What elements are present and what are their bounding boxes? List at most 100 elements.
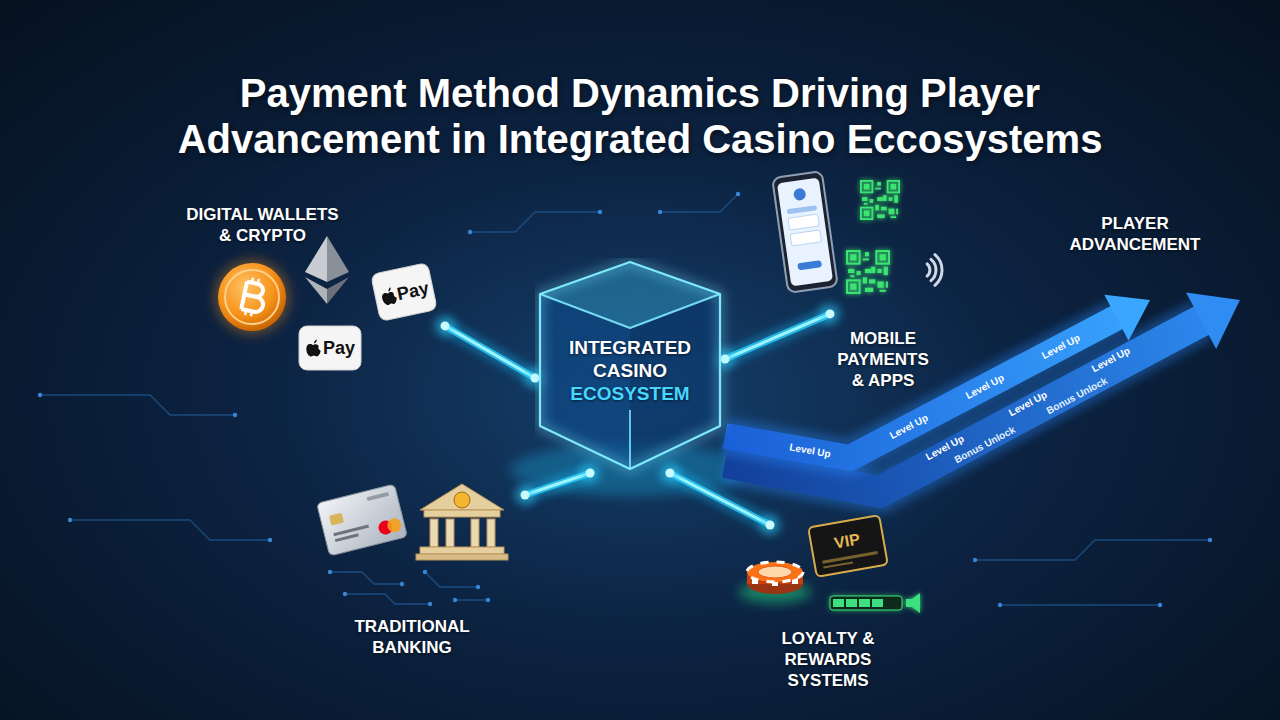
arrow-glow (725, 317, 1118, 458)
vip-card-icon (808, 515, 888, 577)
circuit-nodes (658, 210, 662, 214)
progress-bar-icon (859, 599, 870, 607)
nfc-waves (927, 255, 942, 286)
cube-label: ECOSYSTEM (550, 382, 710, 405)
advancement-arrow (725, 295, 1150, 458)
casino-chip-icon (747, 562, 803, 582)
beam-end-dot (586, 469, 595, 478)
title: Payment Method Dynamics Driving Player A… (150, 70, 1130, 162)
circuit-nodes (343, 592, 347, 596)
circuit-nodes (68, 518, 72, 522)
apple-pay-tile (380, 286, 397, 306)
cube-edge (540, 294, 720, 328)
progress-bar-icon (833, 599, 844, 607)
circuit-traces (70, 520, 270, 540)
circuit-nodes (1158, 603, 1162, 607)
qr-code-icon (847, 181, 899, 293)
ethereum-icon (327, 236, 349, 282)
goal-group: PLAYER ADVANCEMENT (1040, 205, 1250, 300)
circuit-nodes (736, 192, 740, 196)
category-group: TRADITIONAL BANKING (305, 455, 525, 668)
bank-building-icon (446, 519, 454, 547)
category-title: TRADITIONAL BANKING (347, 455, 477, 658)
progress-bar-icon (830, 596, 902, 610)
smartphone-icon (788, 214, 819, 230)
bank-building-icon (420, 484, 504, 510)
cube-edge (629, 410, 631, 469)
beam-end-dot (441, 321, 450, 330)
circuit-traces (975, 540, 1210, 560)
beam-core (445, 326, 535, 378)
progress-bar-icon (830, 593, 920, 613)
circuit-traces (425, 572, 478, 587)
smartphone-icon (790, 230, 821, 246)
beam-end-dot (665, 469, 674, 478)
circuit-traces (660, 194, 738, 212)
circuit-traces (455, 599, 488, 600)
smartphone-icon (797, 260, 822, 270)
circuit-nodes (486, 598, 490, 602)
casino-chip-icon (739, 562, 811, 603)
beam-end-dot (766, 520, 775, 529)
circuit-nodes (468, 230, 472, 234)
beam-glow (725, 314, 830, 359)
bitcoin-icon (214, 259, 290, 335)
circuit-traces (330, 572, 402, 584)
ecosystem-cube: INTEGRATED CASINOECOSYSTEM (535, 258, 725, 473)
circuit-nodes (476, 585, 480, 589)
beam-end-glow (435, 316, 455, 336)
ethereum-icon (305, 236, 349, 304)
beam-end-glow (760, 515, 780, 535)
beam-glow (445, 326, 535, 378)
bank-building-icon (471, 519, 479, 547)
circuit-traces (1000, 604, 1160, 605)
bitcoin-icon (225, 270, 279, 324)
smartphone-icon (772, 171, 838, 293)
progress-bar-icon (872, 599, 883, 607)
bank-building-icon (424, 510, 500, 517)
bank-building-icon (454, 492, 470, 508)
circuit-nodes (423, 570, 427, 574)
bank-building-icon (416, 554, 508, 560)
apple-pay-tile (299, 326, 361, 370)
progress-bar-icon (906, 593, 920, 613)
smartphone-icon (772, 171, 838, 293)
arrow-head (1186, 292, 1240, 348)
circuit-nodes (400, 582, 404, 586)
category-title: MOBILE PAYMENTS & APPS (831, 168, 935, 391)
circuit-nodes (268, 538, 272, 542)
nfc-waves (931, 259, 936, 280)
nfc-waves (927, 264, 930, 276)
ethereum-icon (305, 236, 327, 282)
apple-pay-tile (371, 262, 438, 321)
category-group: LOYALTY & REWARDS SYSTEMS (770, 500, 935, 695)
beam-connector (515, 463, 600, 505)
category-title: LOYALTY & REWARDS SYSTEMS (773, 500, 883, 691)
apple-pay-tile (371, 262, 438, 321)
beam-connector (715, 304, 840, 369)
credit-card-icon (317, 484, 408, 556)
progress-bar-icon (846, 599, 857, 607)
bitcoin-icon (240, 277, 268, 318)
beam-mid (525, 473, 590, 495)
beam-end-glow (820, 304, 840, 324)
circuit-nodes (38, 192, 1212, 607)
circuit-nodes (428, 602, 432, 606)
circuit-nodes (453, 598, 457, 602)
apple-pay-label-holder: Pay (323, 337, 355, 359)
circuit-traces (345, 594, 430, 604)
goal-title: PLAYER ADVANCEMENT (1062, 205, 1208, 255)
credit-card-icon (367, 492, 389, 501)
beam-mid (445, 326, 535, 378)
category-title: DIGITAL WALLETS & CRYPTO (180, 198, 345, 246)
circuit-nodes (1208, 538, 1212, 542)
vip-card-icon (822, 551, 878, 564)
smartphone-icon (777, 178, 833, 287)
circuit-nodes (328, 570, 332, 574)
bank-building-icon (430, 519, 438, 547)
smartphone-icon (793, 188, 807, 202)
circuit-nodes (998, 603, 1002, 607)
circuit-nodes (973, 558, 977, 562)
credit-card-icon (386, 517, 403, 534)
